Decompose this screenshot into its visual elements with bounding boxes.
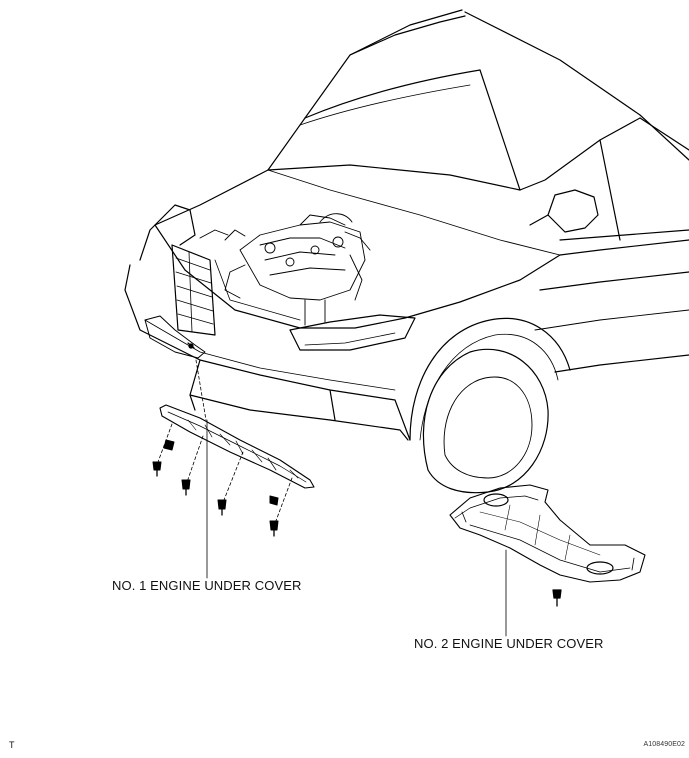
vehicle-body: [124, 9, 689, 494]
engine-under-cover-2: [449, 484, 646, 637]
label-no1-engine-under-cover: NO. 1 ENGINE UNDER COVER: [112, 578, 302, 593]
corner-mark: T: [9, 740, 15, 750]
figure-id: A108490E02: [643, 741, 685, 748]
engine: [199, 213, 371, 326]
label-no2-engine-under-cover: NO. 2 ENGINE UNDER COVER: [414, 636, 604, 651]
engine-under-cover-1: [152, 359, 315, 579]
